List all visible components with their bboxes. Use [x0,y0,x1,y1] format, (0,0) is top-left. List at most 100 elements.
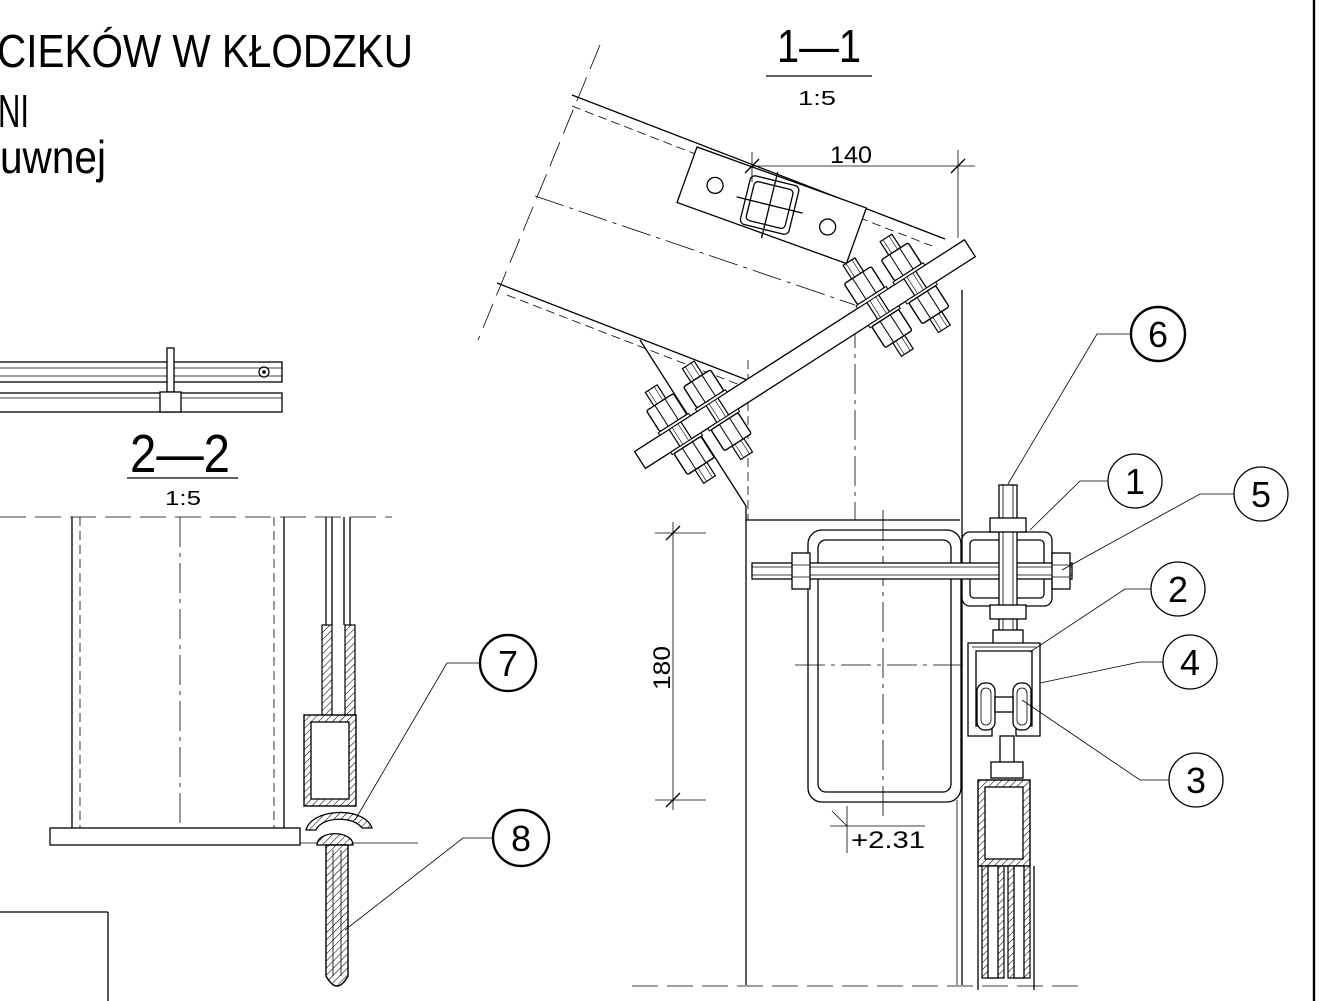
callout-2: 2 [1029,561,1206,653]
square-tube-axis-v [760,171,779,239]
callout-2-number: 2 [1168,569,1188,610]
square-tube-section [736,171,803,239]
gate-infill-left-inner [987,865,999,979]
rail-plan-view [0,347,283,413]
section-2-2: 2—2 1:5 [0,347,551,987]
callout-8-number: 8 [511,818,531,859]
callout-6-leader [1007,333,1131,485]
dim-140-value: 140 [830,142,872,169]
through-bolt-nut-right [1051,552,1071,590]
top-connection-plate [676,146,868,265]
trolley-wheel-right [1012,682,1032,731]
bottom-guide-crescent [305,811,373,831]
item-6-hanger-rod [989,484,1027,645]
hanger-rod-nut-top [989,517,1027,533]
trolley-wheel-right-inner [1016,687,1028,726]
base-plate [49,827,301,846]
rafter-bottom-edge [496,282,761,386]
trolley-axle [994,696,1014,713]
rafter-top-edge [571,94,946,240]
callout-5-circle [1233,466,1289,522]
main-rectangular-beam [795,510,972,822]
callout-6-circle [1129,305,1187,363]
trolley-wheel-left [976,682,996,731]
rafter-bottom-inner-hidden [506,294,746,388]
item-5-through-bolt [751,552,1073,590]
callout-6-number: 6 [1148,314,1168,355]
post-elevation-view [0,516,418,846]
title-block: CIEKÓW W KŁODZKU NI uwnej [0,25,413,183]
dim-140-tick-right [950,158,966,174]
callout-4-circle [1162,634,1218,690]
callout-3: 3 [1021,699,1224,808]
title-line-3: uwnej [0,131,106,183]
vertical-post [632,290,1080,987]
callout-7-circle [478,633,538,693]
top-plate-hole-right [818,218,837,236]
section-2-2-scale: 1:5 [165,488,201,510]
elevation-diagonal [831,810,848,827]
callout-1-circle [1107,453,1163,509]
lower-rail [0,392,283,413]
callout-6: 6 [1007,305,1187,485]
rafter-break-line [477,44,601,341]
item-3-trolley [976,682,1032,779]
gate-top-tube-inner [984,786,1024,860]
trolley-wheel-left-inner [980,687,992,726]
dim-140-tick-left [744,158,760,174]
trolley-hanger-nut [990,761,1024,779]
item-7-bottom-guide [305,811,373,846]
through-bolt-nut-left [791,552,811,590]
beam-outer-wall [807,529,962,803]
hanger-rod-nut-lower [992,629,1024,645]
callout-4: 4 [1039,634,1218,690]
callout-1: 1 [1029,453,1163,531]
callout-7-leader [354,662,480,821]
upper-rail [0,361,283,383]
plan-bracket-square [159,391,182,413]
plan-pivot-dot [262,370,266,374]
callout-2-leader [1029,588,1151,653]
bottom-guide-cup [316,833,354,846]
callout-4-leader [1039,661,1163,684]
callout-7: 7 [354,633,538,821]
callout-3-number: 3 [1186,760,1206,801]
dimension-140: 140 [744,142,975,238]
item-8-anchor [325,844,349,987]
plan-rod [166,347,175,393]
callout-7-number: 7 [498,643,518,684]
gate-top-profile [977,779,1035,990]
gate-bar-hatched-left [321,624,333,716]
elevation-value: +2.31 [851,827,925,854]
section-1-1-scale: 1:5 [798,88,836,110]
callout-3-circle [1168,752,1224,808]
callout-1-leader [1029,480,1108,531]
dimension-180: 180 [649,522,706,810]
hanger-rod-nut-bottom [989,604,1027,620]
section-1-1-label: 1—1 [777,20,861,72]
gate-bottom-tube-inner [310,721,350,800]
anchor-rod [325,844,349,987]
elevation-mark: +2.31 [830,806,925,854]
bolted-splice-plate [633,227,977,490]
callout-5-leader [1061,493,1234,571]
callout-8: 8 [344,808,551,931]
dim-180-tick-bottom [665,792,681,808]
gate-bar-hatched-right [344,624,356,716]
section-2-2-label: 2—2 [130,424,230,484]
top-plate-hole-left [706,176,724,195]
callout-3-leader [1021,699,1169,781]
gate-infill-right-inner [1013,865,1025,979]
dim-180-value: 180 [649,646,676,690]
title-line-2: NI [0,85,29,137]
rafter-top-inner-hidden [571,105,933,247]
rafter-centerline [534,195,856,306]
dim-180-tick-top [665,525,681,541]
callout-2-circle [1150,561,1206,617]
callout-1-number: 1 [1125,461,1145,502]
callout-5-number: 5 [1251,474,1271,515]
title-line-1: CIEKÓW W KŁODZKU [0,25,413,77]
callout-5: 5 [1061,466,1289,571]
title-corner-box [0,911,109,1001]
